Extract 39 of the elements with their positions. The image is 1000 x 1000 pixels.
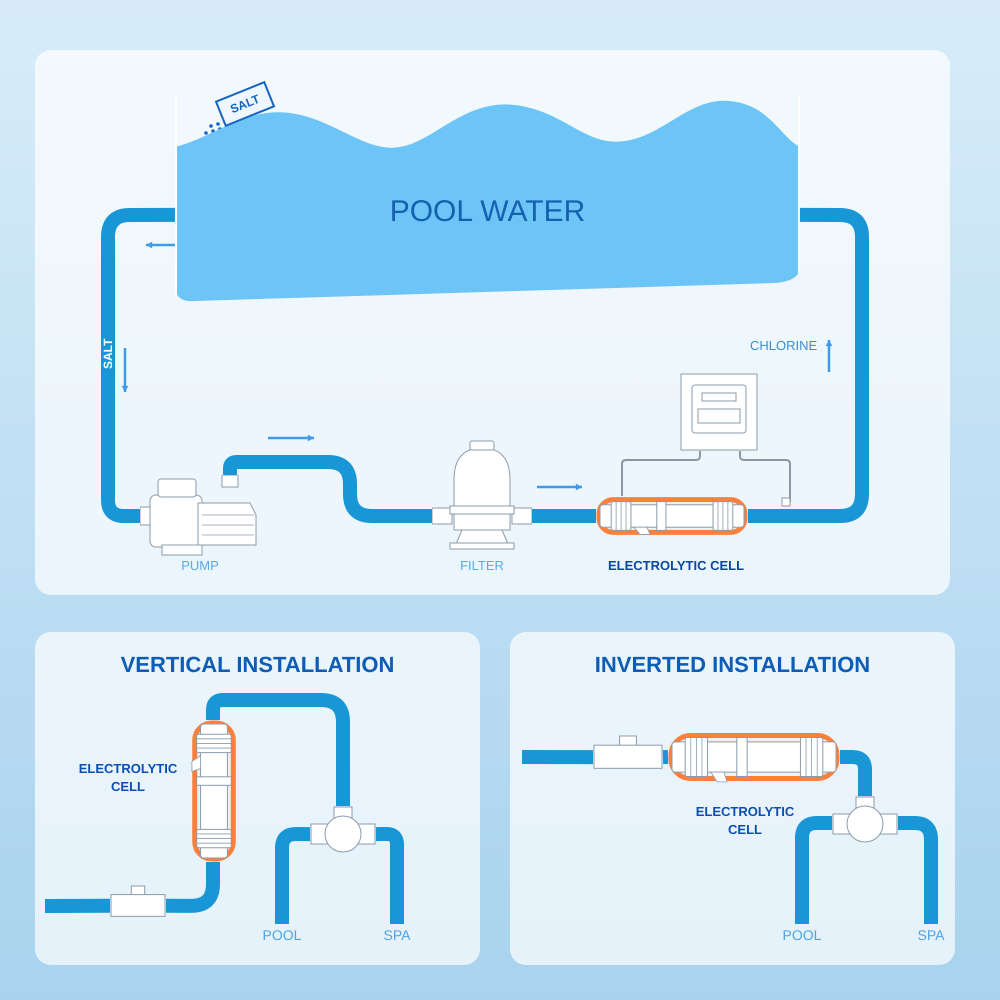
- panel: [510, 632, 955, 965]
- outlet-label: POOL: [782, 926, 822, 944]
- pump-drawing: [140, 475, 258, 557]
- edge-label: SALT: [101, 339, 115, 371]
- pipe: [532, 509, 596, 523]
- flow-label: CHLORINE: [750, 337, 818, 355]
- pipe: [223, 455, 432, 523]
- electrolytic-cell-drawing: [190, 720, 238, 862]
- filter-drawing: [432, 440, 532, 550]
- panel-heading: INVERTED INSTALLATION: [594, 651, 872, 679]
- pipe: [662, 750, 668, 764]
- pipe: [748, 208, 869, 523]
- pipe: [44, 898, 110, 913]
- pipe: [376, 827, 404, 924]
- control-box-drawing: [680, 373, 758, 451]
- pipe: [206, 693, 350, 806]
- tee-fitting-drawing: [110, 885, 166, 917]
- panel-heading: VERTICAL INSTALLATION: [120, 651, 396, 679]
- panel: [35, 632, 480, 965]
- component-label: ELECTROLYTIC CELL: [606, 557, 746, 575]
- component-label: FILTER: [459, 557, 505, 575]
- outlet-label: SPA: [384, 926, 410, 944]
- component-label: ELECTROLYTIC CELL: [78, 760, 178, 796]
- pipe: [275, 827, 310, 924]
- outlet-label: SPA: [918, 926, 944, 944]
- pipe: [522, 750, 593, 764]
- component-label: ELECTROLYTIC CELL: [694, 803, 796, 839]
- pool-water-title: POOL WATER: [388, 194, 586, 230]
- wire: [621, 451, 701, 496]
- salt-bag-label: SALT: [228, 90, 262, 118]
- pipe: [898, 816, 938, 924]
- tee-fitting-drawing: [593, 735, 663, 769]
- outlet-label: POOL: [262, 926, 302, 944]
- electrolytic-cell-drawing: [668, 730, 840, 784]
- electrolytic-cell-drawing: [596, 496, 748, 536]
- pipe: [101, 208, 175, 523]
- wire: [738, 451, 791, 506]
- component-label: PUMP: [180, 557, 220, 575]
- pipe: [795, 816, 832, 924]
